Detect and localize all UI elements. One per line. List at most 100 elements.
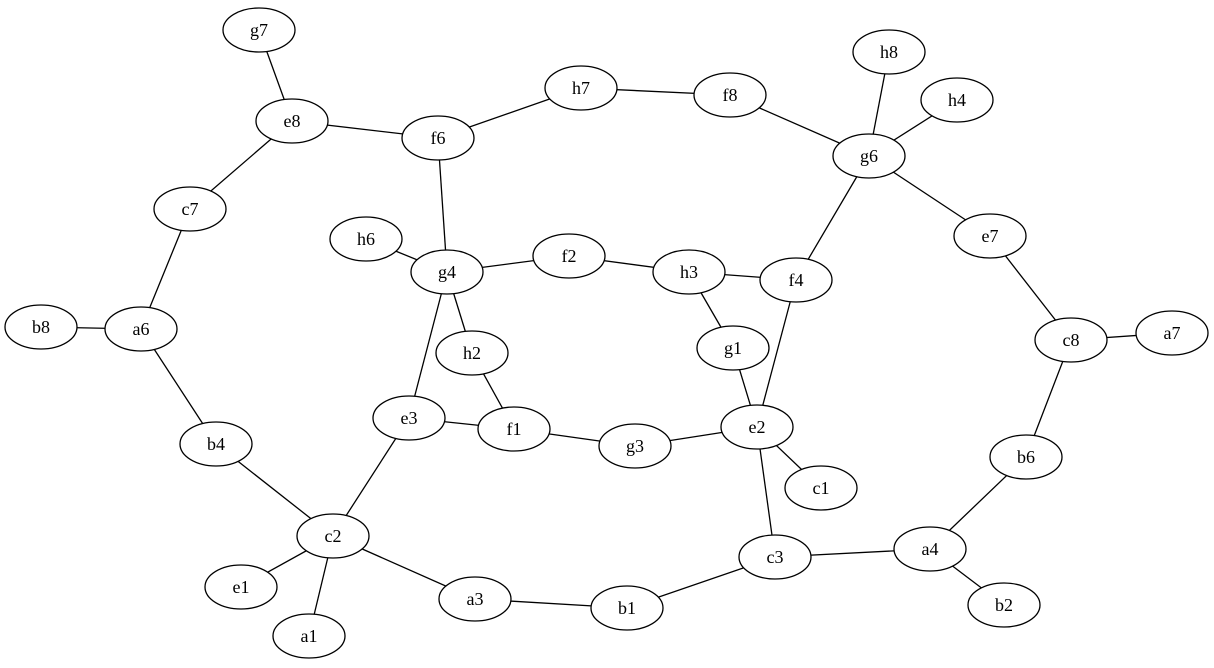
node-g6: g6 (832, 133, 906, 179)
node-c1: c1 (784, 465, 858, 511)
node-f1: f1 (477, 406, 551, 452)
node-label: g6 (860, 146, 878, 166)
node-g3: g3 (598, 423, 672, 469)
node-ellipse (104, 306, 178, 352)
node-label: h4 (948, 90, 966, 110)
node-label: b1 (618, 598, 636, 618)
node-ellipse (738, 534, 812, 580)
node-label: h7 (572, 78, 590, 98)
node-a7: a7 (1135, 310, 1209, 356)
node-label: a7 (1164, 323, 1181, 343)
node-ellipse (435, 330, 509, 376)
node-ellipse (255, 98, 329, 144)
node-label: e8 (284, 111, 301, 131)
node-ellipse (544, 65, 618, 111)
node-e7: e7 (953, 213, 1027, 259)
node-e2: e2 (720, 404, 794, 450)
node-g7: g7 (222, 7, 296, 53)
node-e1: e1 (204, 564, 278, 610)
node-label: f2 (562, 246, 577, 266)
node-ellipse (410, 249, 484, 295)
node-label: a1 (301, 626, 318, 646)
node-label: c8 (1063, 330, 1080, 350)
node-h2: h2 (435, 330, 509, 376)
node-label: h2 (463, 343, 481, 363)
node-ellipse (204, 564, 278, 610)
node-label: e1 (233, 577, 250, 597)
node-a6: a6 (104, 306, 178, 352)
node-b2: b2 (967, 582, 1041, 628)
node-ellipse (272, 613, 346, 659)
node-label: c7 (182, 199, 199, 219)
node-label: f4 (789, 270, 804, 290)
edge-layer (40, 29, 1173, 637)
node-h3: h3 (652, 249, 726, 295)
node-ellipse (477, 406, 551, 452)
node-f2: f2 (532, 233, 606, 279)
node-e3: e3 (372, 395, 446, 441)
node-label: f1 (507, 419, 522, 439)
node-label: e7 (982, 226, 999, 246)
node-label: g4 (438, 262, 456, 282)
node-a4: a4 (893, 526, 967, 572)
node-b1: b1 (590, 585, 664, 631)
node-h7: h7 (544, 65, 618, 111)
node-ellipse (920, 77, 994, 123)
node-ellipse (222, 7, 296, 53)
node-layer: g7 e8 f6 h7 f8 h8 h4 g6 c7 h6 g4 f2 h3 f4 e7 b8 a6 h2 g1 c8… (4, 7, 1209, 659)
node-ellipse (696, 325, 770, 371)
node-ellipse (438, 576, 512, 622)
node-g4: g4 (410, 249, 484, 295)
node-ellipse (372, 395, 446, 441)
node-c3: c3 (738, 534, 812, 580)
node-ellipse (852, 29, 926, 75)
node-ellipse (989, 434, 1063, 480)
node-label: h6 (357, 229, 375, 249)
node-b6: b6 (989, 434, 1063, 480)
node-ellipse (893, 526, 967, 572)
node-f6: f6 (401, 115, 475, 161)
node-ellipse (598, 423, 672, 469)
node-label: e2 (749, 417, 766, 437)
node-ellipse (1034, 317, 1108, 363)
node-label: f6 (431, 128, 446, 148)
node-label: c3 (767, 547, 784, 567)
node-ellipse (967, 582, 1041, 628)
node-f4: f4 (759, 257, 833, 303)
node-label: h3 (680, 262, 698, 282)
node-ellipse (759, 257, 833, 303)
node-ellipse (784, 465, 858, 511)
node-label: b2 (995, 595, 1013, 615)
node-label: g7 (250, 20, 268, 40)
node-ellipse (693, 72, 767, 118)
node-g1: g1 (696, 325, 770, 371)
node-ellipse (953, 213, 1027, 259)
edge-f4-e2 (756, 279, 797, 428)
node-a3: a3 (438, 576, 512, 622)
node-ellipse (1135, 310, 1209, 356)
node-ellipse (329, 216, 403, 262)
node-label: g3 (626, 436, 644, 456)
node-ellipse (401, 115, 475, 161)
node-label: a6 (133, 319, 150, 339)
node-ellipse (532, 233, 606, 279)
node-label: c2 (325, 526, 342, 546)
node-label: h8 (880, 42, 898, 62)
node-h6: h6 (329, 216, 403, 262)
node-label: b6 (1017, 447, 1035, 467)
node-label: a3 (467, 589, 484, 609)
node-a1: a1 (272, 613, 346, 659)
node-ellipse (832, 133, 906, 179)
node-b8: b8 (4, 304, 78, 350)
node-ellipse (652, 249, 726, 295)
node-ellipse (296, 513, 370, 559)
node-label: b4 (207, 434, 225, 454)
node-c2: c2 (296, 513, 370, 559)
node-f8: f8 (693, 72, 767, 118)
node-ellipse (590, 585, 664, 631)
node-label: g1 (724, 338, 742, 358)
node-ellipse (4, 304, 78, 350)
node-h4: h4 (920, 77, 994, 123)
node-label: e3 (401, 408, 418, 428)
